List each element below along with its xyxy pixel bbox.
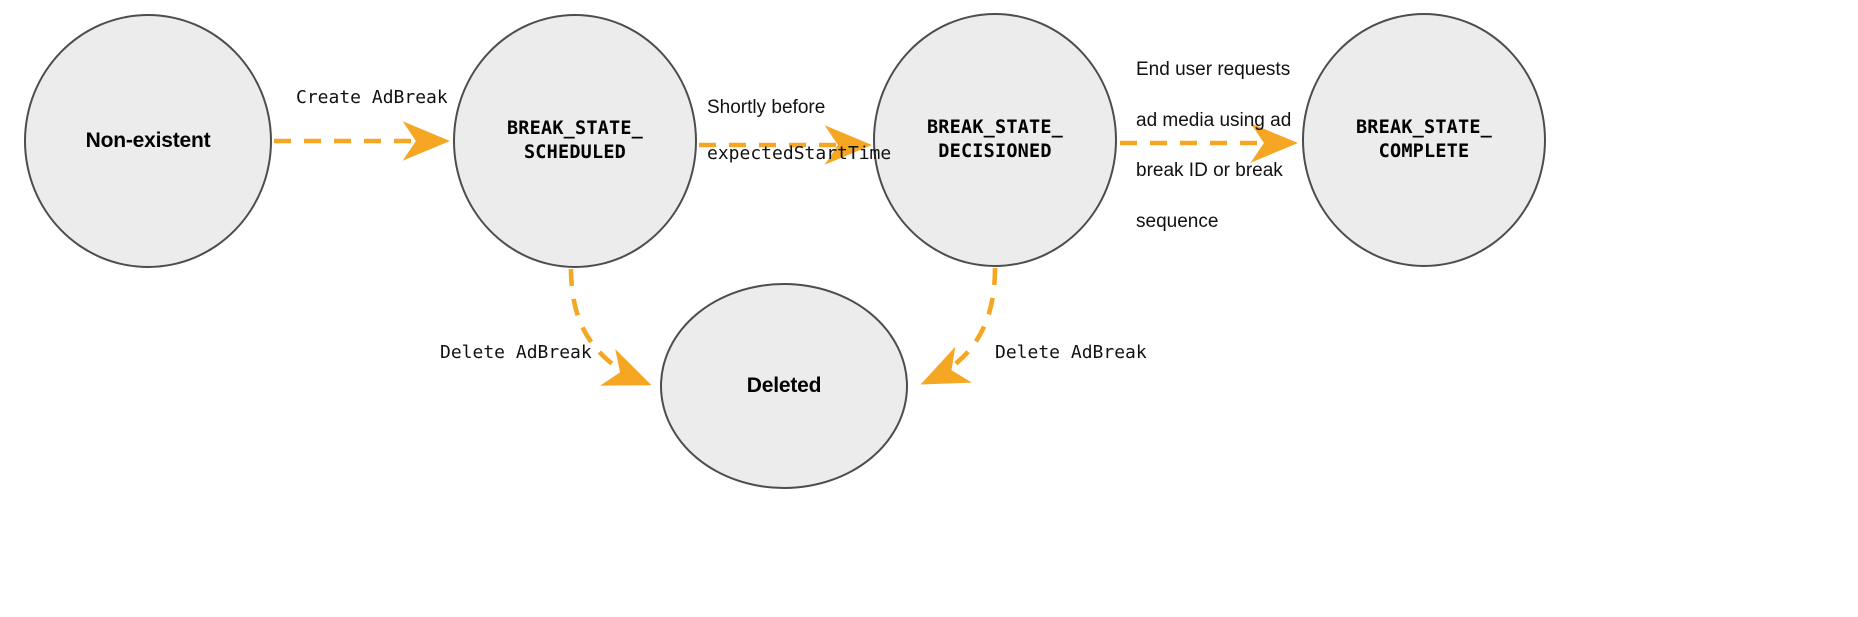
edge-label-decisioned-to-complete: End user requests ad media using ad brea… — [1136, 32, 1291, 259]
edge-label-create-adbreak: Create AdBreak — [296, 87, 448, 108]
edge-label-scheduled-to-decisioned: Shortly before expectedStartTime — [707, 74, 891, 187]
state-node-break-state-complete[interactable]: BREAK_STATE_ COMPLETE — [1302, 13, 1546, 267]
state-node-non-existent[interactable]: Non-existent — [24, 14, 272, 268]
state-node-label: BREAK_STATE_ COMPLETE — [1355, 117, 1493, 162]
edge-decisioned-to-deleted — [920, 267, 998, 385]
state-node-label: BREAK_STATE_ DECISIONED — [926, 117, 1064, 162]
edge-label-scheduled-to-deleted: Delete AdBreak — [440, 342, 592, 363]
edge-label-line: ad media using ad — [1136, 109, 1292, 131]
edge-label-line: expectedStartTime — [707, 142, 892, 164]
edge-scheduled-to-deleted — [568, 268, 652, 386]
state-node-label: Non-existent — [85, 128, 211, 152]
edge-label-line: break ID or break — [1136, 160, 1283, 182]
edge-label-line: Shortly before — [707, 97, 826, 119]
state-node-break-state-scheduled[interactable]: BREAK_STATE_ SCHEDULED — [453, 14, 697, 268]
edge-label-line: sequence — [1136, 210, 1219, 232]
edge-label-line: End user requests — [1136, 59, 1291, 81]
state-node-label: BREAK_STATE_ SCHEDULED — [506, 118, 644, 163]
edge-label-decisioned-to-deleted: Delete AdBreak — [995, 342, 1147, 363]
state-node-break-state-decisioned[interactable]: BREAK_STATE_ DECISIONED — [873, 13, 1117, 267]
state-node-deleted[interactable]: Deleted — [660, 283, 908, 489]
state-node-label: Deleted — [746, 373, 822, 397]
